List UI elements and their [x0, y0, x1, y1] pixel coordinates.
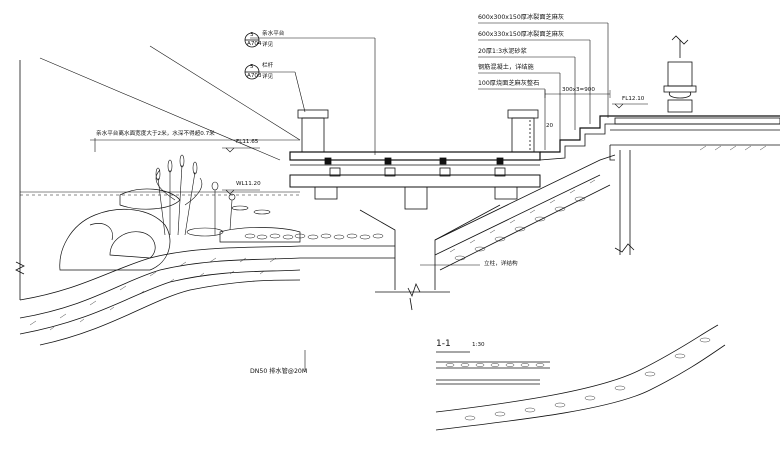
step-height-label: 20: [546, 123, 554, 129]
spec-note-granite-330: 600x330x150厚冰裂面芝麻灰: [478, 31, 565, 38]
callout-2-text: 栏杆: [262, 63, 274, 69]
callout-symbols: [244, 32, 260, 80]
drain-pipe-label: DN50 排水管@20M: [250, 368, 308, 375]
section-scale: 1:30: [472, 342, 485, 348]
water-level: WL11.20: [236, 181, 261, 187]
spec-note-concrete: 钢筋混凝土，详结施: [478, 64, 534, 71]
steps: [539, 115, 780, 255]
upper-post: [663, 35, 697, 113]
aquatic-plants: [155, 154, 271, 237]
pebble-row: [244, 233, 384, 240]
platform-deck: [289, 151, 541, 210]
left-break-line: [15, 60, 25, 300]
spec-note-mortar: 20厚1:3水泥砂浆: [478, 48, 527, 55]
callout-2-number: 5: [250, 64, 254, 70]
floor-level-left: FL11.65: [236, 139, 259, 145]
callout-1-see: 详见: [262, 42, 274, 48]
leader-lines: [90, 22, 609, 372]
column-foundation: [359, 204, 501, 311]
section-id: 1-1: [436, 339, 451, 349]
callout-1-sheet: A704: [247, 41, 262, 47]
callout-2-see: 详见: [262, 74, 274, 80]
section-detail: [435, 324, 726, 431]
step-dimension-label: 300x3=900: [562, 87, 595, 93]
spec-note-stone: 100厚烧面芝麻灰整石: [478, 80, 540, 87]
callout-2-sheet: A703: [247, 73, 262, 79]
spec-note-granite-300: 600x300x150厚冰裂面芝麻灰: [478, 14, 565, 21]
callout-1-number: 3: [250, 32, 254, 38]
level-markers: [222, 103, 648, 195]
embankment-guide-lines: [39, 45, 301, 161]
pond-bed: [19, 245, 395, 346]
callout-1-text: 亲水平台: [262, 31, 285, 37]
balustrade-pillars: [297, 109, 539, 153]
column-note: 立柱，详结构: [484, 261, 518, 267]
right-slope: [434, 154, 616, 271]
step-dimension: [544, 90, 611, 98]
water-depth-note: 亲水平台离水面宽度大于2米，水深不得超0.7米: [96, 131, 215, 137]
floor-level-right: FL12.10: [622, 96, 645, 102]
